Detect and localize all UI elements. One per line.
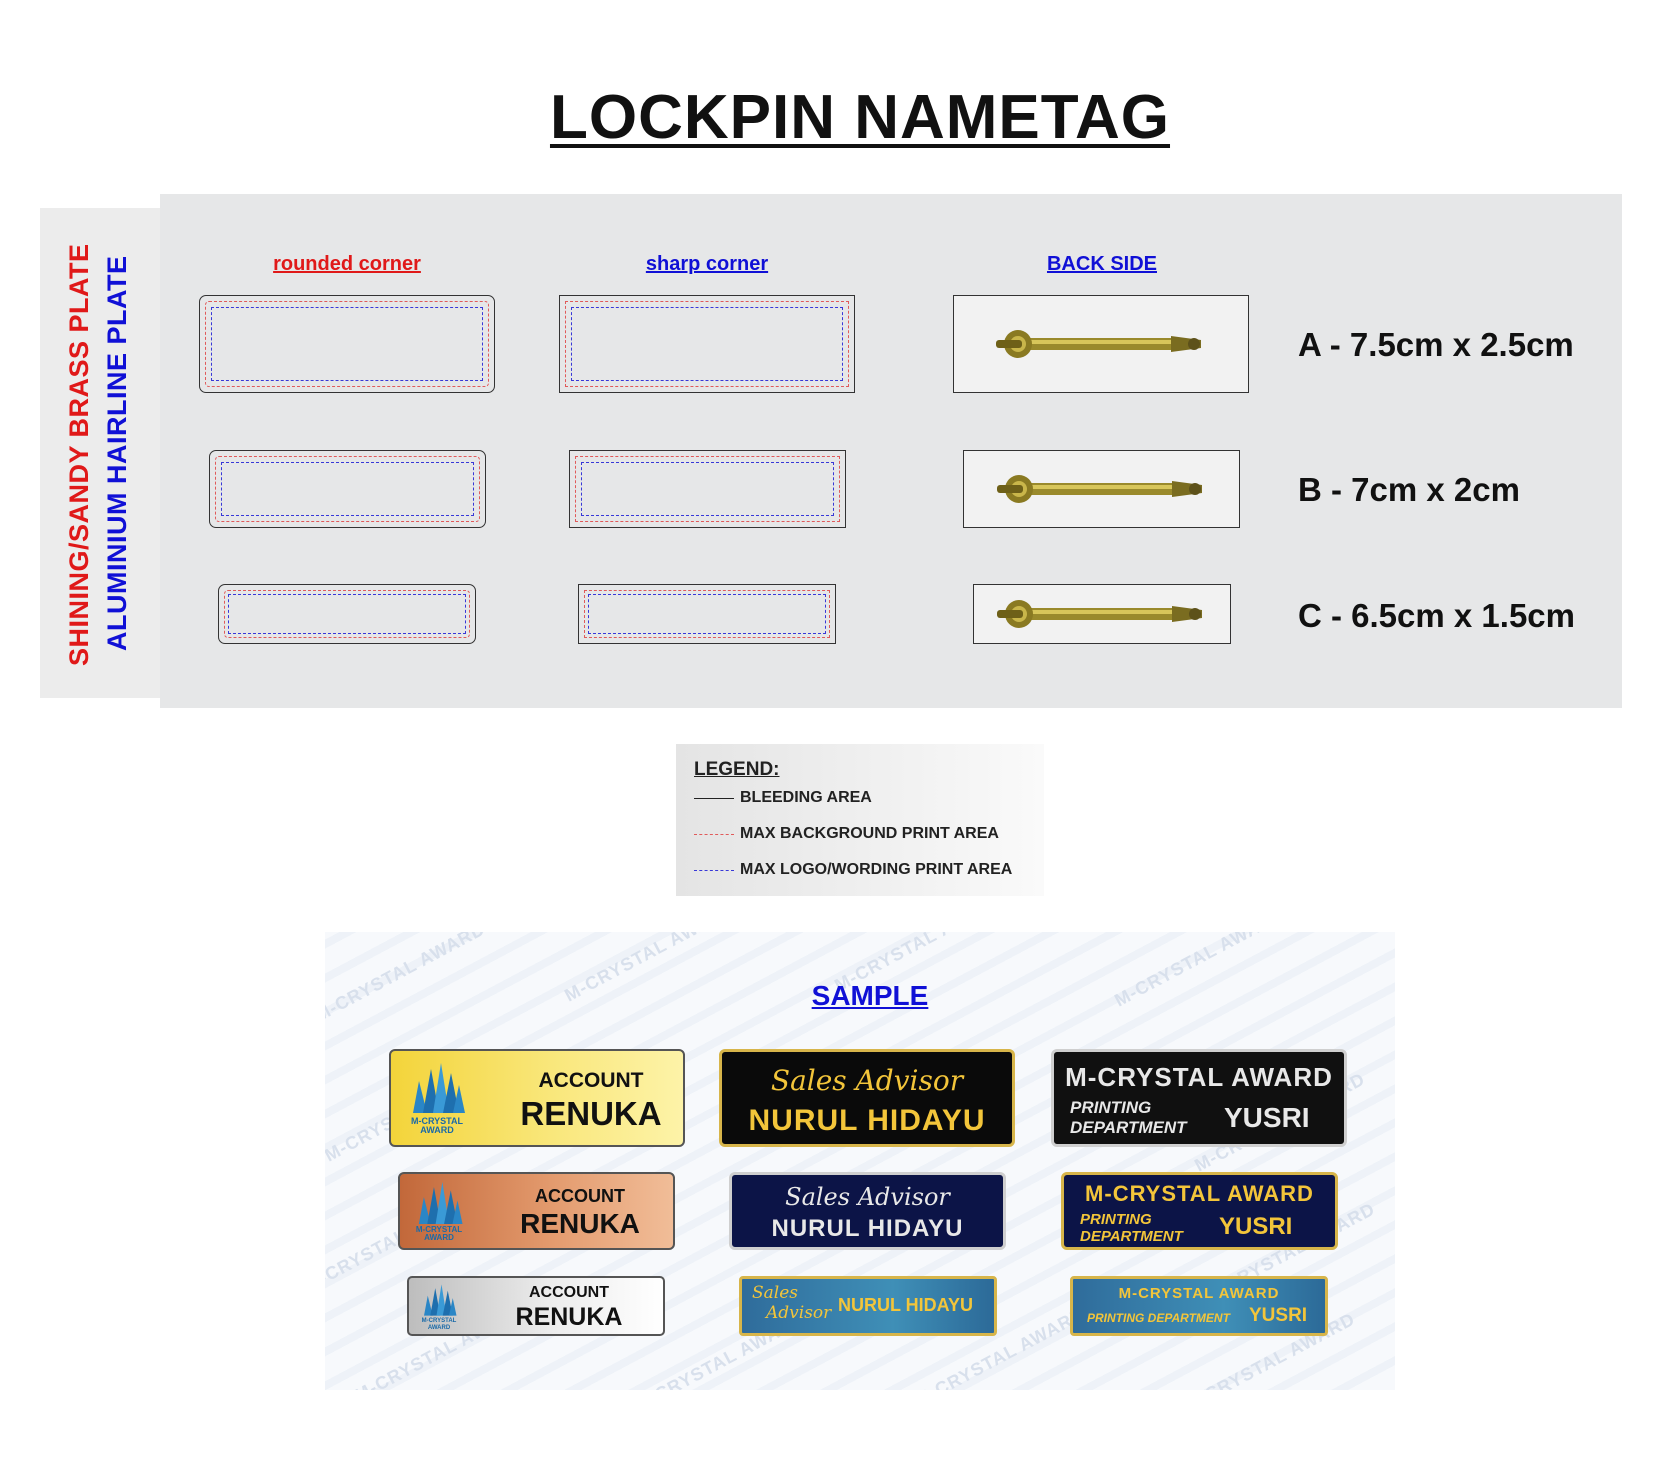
tag-dept-line1: PRINTING [1070, 1098, 1152, 1117]
logo-print-area [588, 594, 826, 634]
page-title: LOCKPIN NAMETAG [549, 83, 1171, 152]
tag-company: M-CRYSTAL AWARD [1085, 1181, 1314, 1206]
watermark: M-CRYSTAL AWARD [325, 932, 489, 1026]
side-label-strip [40, 208, 160, 698]
column-header-rounded: rounded corner [273, 253, 421, 275]
crystal-logo-icon [413, 1063, 465, 1113]
plate-back-a [953, 295, 1249, 393]
logo-print-area [228, 594, 466, 634]
background-print-area [215, 456, 480, 522]
tag-name: NURUL HIDAYU [771, 1215, 964, 1242]
lockpin-icon [997, 600, 1202, 628]
legend-title: LEGEND: [694, 759, 780, 780]
tag-role: ACCOUNT [529, 1284, 609, 1301]
crystal-logo-icon [424, 1284, 457, 1316]
tag-company: M-CRYSTAL AWARD [1118, 1285, 1280, 1302]
tag-dept-line2: DEPARTMENT [1080, 1228, 1183, 1245]
tag-role: Sales Advisor [785, 1183, 950, 1211]
plate-rounded-a [199, 295, 495, 393]
tag-name: YUSRI [1249, 1305, 1308, 1326]
plate-rounded-b [209, 450, 486, 528]
sample-tag-teal-company: M-CRYSTAL AWARD PRINTING DEPARTMENT YUSR… [1070, 1276, 1328, 1336]
background-print-area [575, 456, 840, 522]
size-label-a: A - 7.5cm x 2.5cm [1298, 326, 1574, 363]
legend-item-bleeding: BLEEDING AREA [694, 788, 872, 808]
tag-name: YUSRI [1224, 1102, 1310, 1133]
sample-tag-black-silver: M-CRYSTAL AWARD PRINTING DEPARTMENT YUSR… [1051, 1049, 1347, 1147]
plate-sharp-c [578, 584, 836, 644]
lockpin-icon [996, 330, 1201, 358]
tag-dept-line1: PRINTING [1080, 1211, 1152, 1228]
sample-tag-teal-gold: Sales Advisor NURUL HIDAYU [739, 1276, 997, 1336]
legend-label: MAX BACKGROUND PRINT AREA [740, 825, 999, 842]
logo-print-area [211, 307, 483, 381]
logo-print-area [221, 462, 474, 516]
watermark: M-CRYSTAL AWARD [1111, 932, 1289, 1011]
plate-rounded-c [218, 584, 476, 644]
legend-item-background: MAX BACKGROUND PRINT AREA [694, 824, 999, 844]
tag-name: RENUKA [520, 1095, 662, 1132]
tag-role: ACCOUNT [538, 1069, 644, 1092]
tag-name: YUSRI [1219, 1213, 1293, 1240]
background-print-area [565, 301, 849, 387]
crystal-logo-icon [418, 1182, 463, 1224]
brass-plate-label: SHINING/SANDY BRASS PLATE [64, 243, 94, 666]
tag-dept: PRINTING DEPARTMENT [1087, 1311, 1230, 1325]
tag-role-line2: Advisor [766, 1303, 832, 1323]
tag-dept-line2: DEPARTMENT [1070, 1118, 1187, 1137]
tag-company: M-CRYSTAL AWARD [1065, 1062, 1333, 1092]
blue-dashed-line-icon [694, 869, 734, 871]
background-print-area [584, 590, 830, 638]
sample-tag-black-gold: Sales Advisor NURUL HIDAYU [719, 1049, 1015, 1147]
background-print-area [205, 301, 489, 387]
tag-name: NURUL HIDAYU [838, 1295, 974, 1315]
tag-role-line1: Sales [752, 1283, 799, 1303]
column-header-sharp: sharp corner [645, 253, 769, 275]
tag-role: Sales Advisor [770, 1064, 964, 1097]
logo-print-area [581, 462, 834, 516]
plate-sharp-a [559, 295, 855, 393]
solid-line-icon [694, 797, 734, 799]
size-label-c: C - 6.5cm x 1.5cm [1298, 597, 1575, 634]
sample-tag-navy-gold: M-CRYSTAL AWARD PRINTING DEPARTMENT YUSR… [1061, 1172, 1338, 1250]
tag-role: ACCOUNT [535, 1186, 625, 1206]
tag-name: RENUKA [520, 1208, 640, 1239]
legend-label: MAX LOGO/WORDING PRINT AREA [740, 861, 1013, 878]
legend-label: BLEEDING AREA [740, 789, 872, 806]
tag-name: NURUL HIDAYU [748, 1104, 986, 1137]
plate-sharp-b [569, 450, 846, 528]
plate-back-c [973, 584, 1231, 644]
background-print-area [224, 590, 470, 638]
sample-title: SAMPLE [811, 980, 929, 1011]
logo-print-area [571, 307, 843, 381]
column-header-back: BACK SIDE [1046, 253, 1157, 275]
tag-name: RENUKA [515, 1303, 623, 1331]
spec-panel [160, 194, 1622, 708]
aluminium-plate-label: ALUMINIUM HAIRLINE PLATE [102, 255, 132, 651]
legend-box: LEGEND: BLEEDING AREA MAX BACKGROUND PRI… [676, 744, 1044, 896]
sample-tag-navy-silver: Sales Advisor NURUL HIDAYU [729, 1172, 1006, 1250]
lockpin-icon [996, 475, 1202, 503]
watermark: M-CRYSTAL AWARD [561, 932, 739, 1006]
legend-item-logo: MAX LOGO/WORDING PRINT AREA [694, 860, 1012, 880]
plate-back-b [963, 450, 1240, 528]
red-dashed-line-icon [694, 833, 734, 835]
size-label-b: B - 7cm x 2cm [1298, 471, 1520, 508]
